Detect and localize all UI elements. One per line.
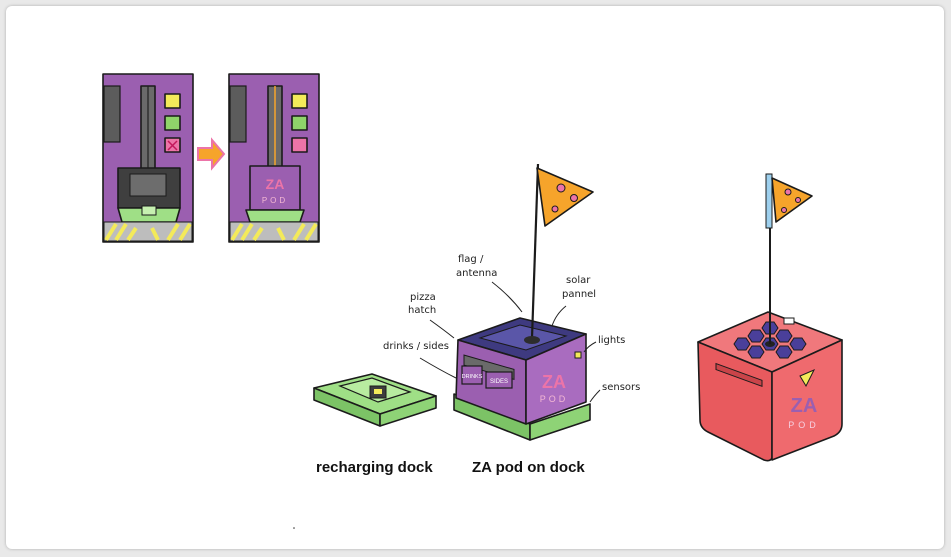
station-panel-before [102, 73, 194, 243]
antenna [530, 163, 540, 339]
recharging-dock [313, 373, 437, 427]
red-pod-pod-text: POD [788, 420, 820, 430]
station-pod-za-text: ZA [266, 176, 285, 192]
station-panel-after: ZA POD [228, 73, 320, 243]
caption-recharging-dock: recharging dock [316, 459, 433, 476]
red-pod: ZA POD [697, 173, 843, 462]
label-pizza-1: pizza [410, 292, 436, 303]
caption-pod-on-dock: ZA pod on dock [472, 459, 585, 476]
station-pod-pod-text: POD [262, 196, 288, 205]
drinks-panel-text: DRINKS [462, 374, 483, 380]
label-lights: lights [598, 335, 625, 346]
illustration-canvas: ZA POD DRINKS SIDES ZA POD [6, 6, 944, 549]
label-sensors: sensors [602, 382, 640, 393]
pod-za-text: ZA [542, 372, 566, 392]
pizza-flag [536, 167, 594, 227]
solar-hex-cluster [733, 321, 807, 359]
sides-panel-text: SIDES [490, 379, 508, 385]
pod-light [574, 351, 582, 359]
za-pod-on-dock: DRINKS SIDES ZA POD [453, 163, 594, 441]
label-drinks-sides: drinks / sides [383, 341, 449, 352]
label-flag-antenna-1: flag / [458, 254, 484, 265]
label-solar-1: solar [566, 275, 591, 286]
label-flag-antenna-2: antenna [456, 268, 497, 279]
arrow-icon [197, 137, 226, 171]
label-solar-2: pannel [562, 289, 596, 300]
annotations: flag / antenna solar pannel pizza hatch … [383, 254, 640, 403]
za-pod-concept-sketch: ZA POD DRINKS SIDES ZA POD [102, 73, 843, 529]
pod-pod-text: POD [540, 394, 569, 404]
label-pizza-2: hatch [408, 305, 436, 316]
red-pod-flag [771, 177, 813, 223]
red-pod-za-text: ZA [791, 395, 818, 417]
